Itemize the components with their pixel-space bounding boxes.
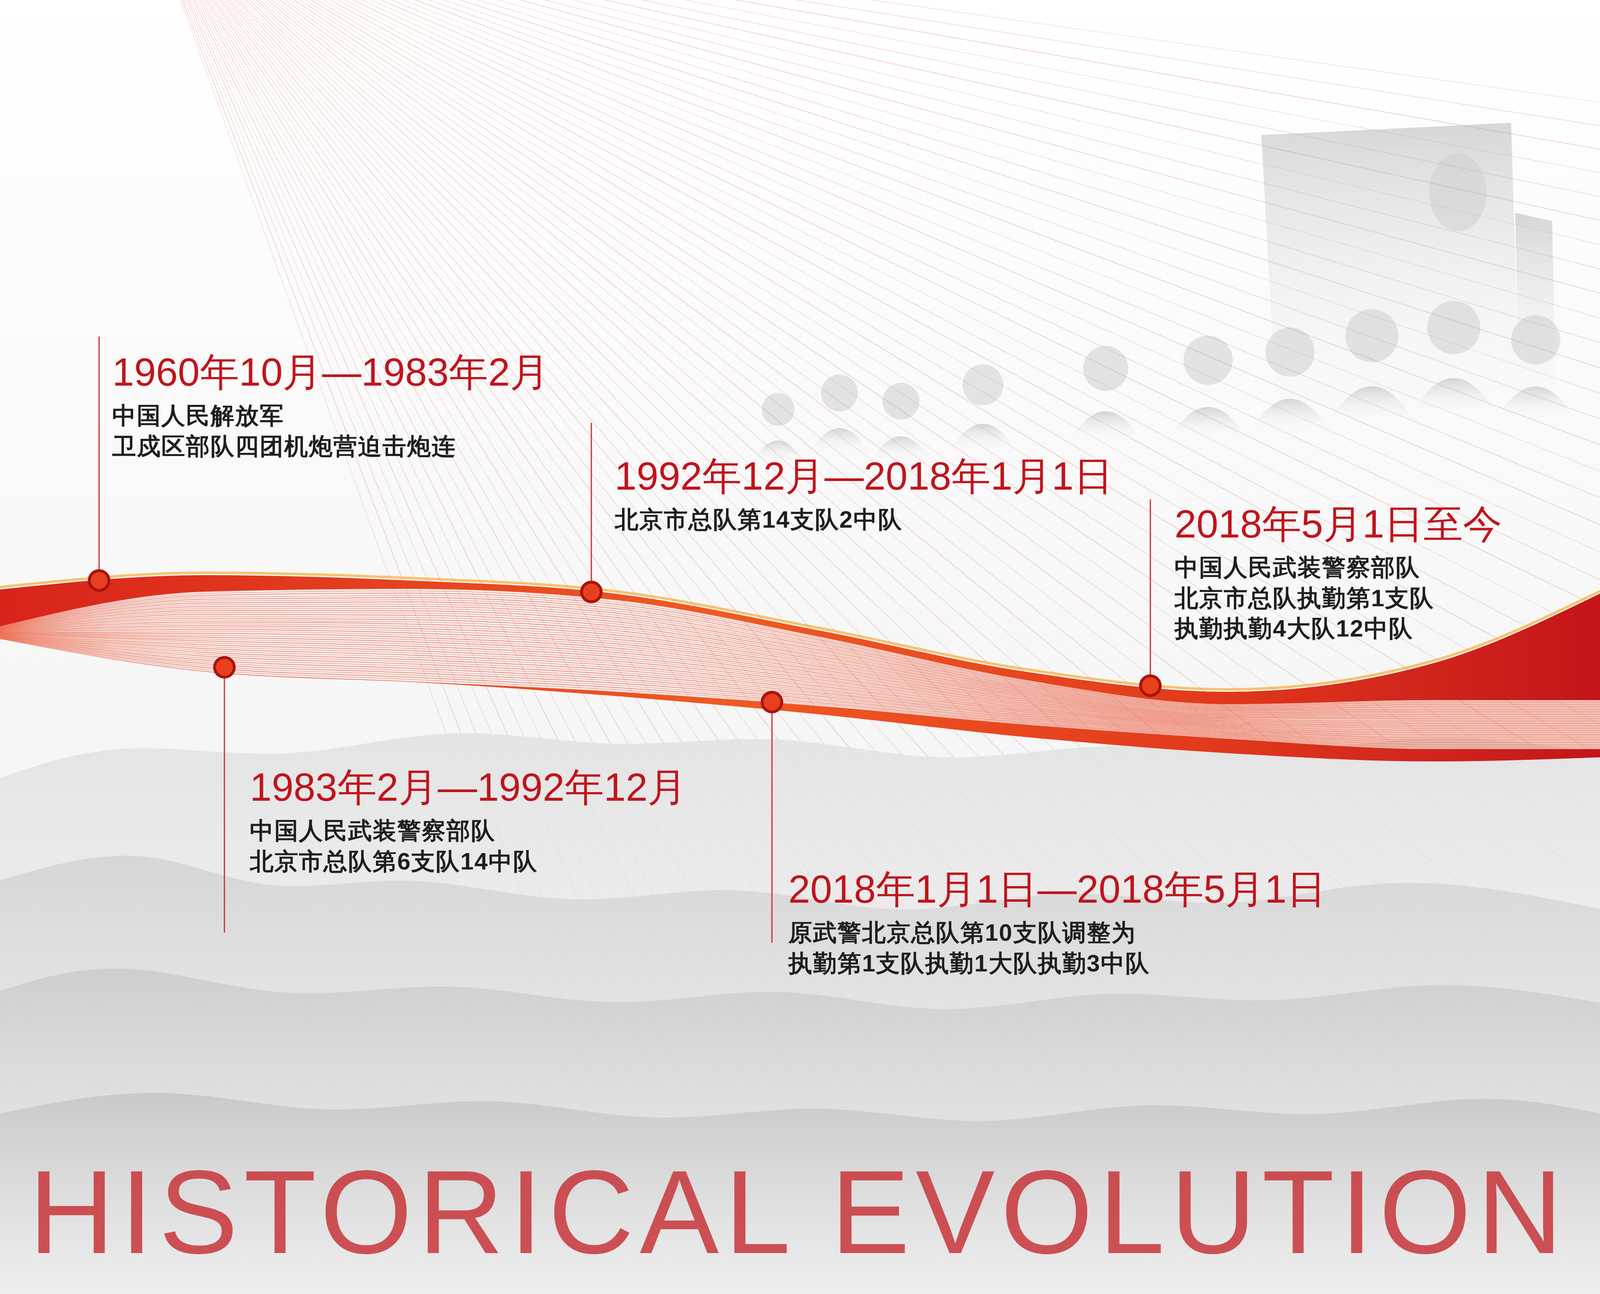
relief-portrait xyxy=(1429,153,1487,232)
relief-slab xyxy=(1261,122,1520,435)
timeline-markers xyxy=(89,336,1161,944)
ray-line xyxy=(143,0,1600,603)
monument-relief xyxy=(751,122,1576,462)
relief-figure-head xyxy=(761,393,795,426)
timeline-entry: 2018年5月1日至今中国人民武装警察部队 北京市总队执勤第1支队 执勤执勤4大… xyxy=(1174,501,1503,644)
relief-figure-head xyxy=(1083,346,1129,392)
unit-name: 原武警北京总队第10支队调整为 执勤第1支队执勤1大队执勤3中队 xyxy=(788,917,1150,979)
timeline-entry: 1983年2月—1992年12月中国人民武装警察部队 北京市总队第6支队14中队 xyxy=(249,764,687,877)
mountain-layer xyxy=(0,733,1600,1294)
unit-name: 中国人民解放军 卫戍区部队四团机炮营迫击炮连 xyxy=(112,400,457,462)
mountain-layer xyxy=(0,968,1600,1294)
timeline-dot xyxy=(1140,676,1161,696)
relief-figure-head xyxy=(962,364,1004,406)
mountain-layer xyxy=(0,1093,1600,1294)
relief-figure-body xyxy=(1250,398,1330,431)
ray-line xyxy=(143,0,1600,628)
timeline-dot xyxy=(89,570,109,591)
unit-name: 中国人民武装警察部队 北京市总队执勤第1支队 执勤执勤4大队12中队 xyxy=(1174,552,1435,644)
ink-mountains xyxy=(0,733,1600,1294)
leader-line xyxy=(590,423,593,593)
relief-figure-body xyxy=(1069,411,1142,442)
relief-figure-head xyxy=(821,374,858,412)
relief-figure-head xyxy=(1183,335,1233,385)
period-heading: 1960年10月—1983年2月 xyxy=(112,349,550,395)
leader-line xyxy=(771,702,773,944)
leader-line xyxy=(224,667,226,933)
timeline-entry: 1960年10月—1983年2月中国人民解放军 卫戍区部队四团机炮营迫击炮连 xyxy=(112,349,550,462)
relief-figure-head xyxy=(1265,327,1315,377)
relief-figure-body xyxy=(810,428,870,453)
timeline-dot xyxy=(581,582,602,602)
ray-line xyxy=(143,0,1600,138)
relief-figure-body xyxy=(1411,378,1497,414)
ray-line xyxy=(143,0,1600,676)
period-heading: 1983年2月—1992年12月 xyxy=(249,764,687,811)
relief-figure-body xyxy=(950,423,1016,451)
timeline-dot xyxy=(762,692,782,713)
period-heading: 2018年1月1日—2018年5月1日 xyxy=(788,866,1327,913)
period-heading: 1992年12月—2018年1月1日 xyxy=(614,453,1114,499)
watermark-title: HISTORICAL EVOLUTION xyxy=(28,1152,1569,1272)
ray-line xyxy=(143,0,1600,700)
relief-figure-head xyxy=(1511,315,1561,365)
relief-figure-head xyxy=(1427,300,1481,355)
unit-name: 中国人民武装警察部队 北京市总队第6支队14中队 xyxy=(249,815,538,877)
relief-figure-body xyxy=(1329,386,1415,422)
relief-figure-head xyxy=(882,382,920,420)
ribbon-strand xyxy=(0,633,1600,727)
period-heading: 2018年5月1日至今 xyxy=(1174,501,1503,547)
ray-line xyxy=(143,0,1600,652)
mountain-layer xyxy=(0,855,1600,1294)
timeline-entry: 2018年1月1日—2018年5月1日原武警北京总队第10支队调整为 执勤第1支… xyxy=(788,866,1327,979)
ray-line xyxy=(143,0,1600,503)
unit-name: 北京市总队第14支队2中队 xyxy=(614,504,903,535)
relief-figure-head xyxy=(1345,309,1399,363)
timeline-entry: 1992年12月—2018年1月1日北京市总队第14支队2中队 xyxy=(614,453,1114,536)
timeline-dot xyxy=(214,657,235,678)
relief-figure-body xyxy=(1496,386,1576,419)
leader-line xyxy=(98,336,100,581)
ray-line xyxy=(143,0,1600,578)
ray-line xyxy=(143,0,1600,553)
relief-figure-body xyxy=(1168,407,1248,440)
leader-line xyxy=(1149,499,1152,686)
ribbon-band xyxy=(0,638,1600,762)
relief-flag xyxy=(1515,212,1557,410)
